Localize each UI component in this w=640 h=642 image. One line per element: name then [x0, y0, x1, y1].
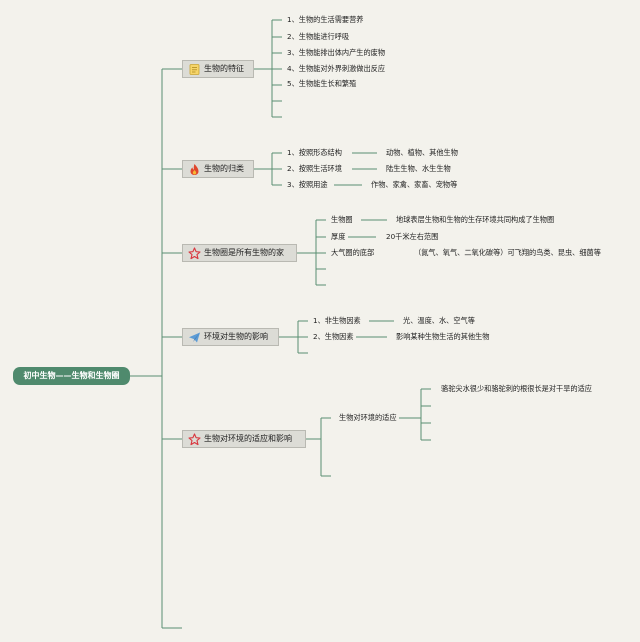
list-item-label: 厚度: [331, 232, 346, 241]
branch-label: 生物的特征: [204, 64, 244, 73]
list-item: 5、生物能生长和繁殖: [287, 79, 357, 88]
branch-classification[interactable]: 生物的归类: [182, 160, 254, 178]
branch-biosphere[interactable]: 生物圈是所有生物的家: [182, 244, 297, 262]
root-node[interactable]: 初中生物——生物和生物圈: [13, 367, 130, 385]
list-item-detail: 陆生生物、水生生物: [386, 164, 451, 173]
list-item-label: 2、生物因素: [313, 332, 354, 341]
branch-label: 生物圈是所有生物的家: [204, 248, 284, 257]
branch-environment-influence[interactable]: 环境对生物的影响: [182, 328, 279, 346]
list-item: 1、生物的生活需要营养: [287, 15, 364, 24]
star-icon: [188, 432, 201, 446]
list-item-detail: 20千米左右范围: [386, 232, 439, 241]
list-item: 4、生物能对外界刺激做出反应: [287, 64, 386, 73]
list-item-label: 生物圈: [331, 215, 353, 224]
branch-characteristics[interactable]: 生物的特征: [182, 60, 254, 78]
fire-icon: [188, 163, 201, 176]
list-item-detail: 地球表层生物和生物的生存环境共同构成了生物圈: [396, 215, 555, 224]
list-item-detail: 光、温度、水、空气等: [403, 316, 475, 325]
list-item-detail: （氮气、氧气、二氧化碳等）可飞翔的鸟类、昆虫、细菌等: [414, 248, 601, 257]
list-item-label: 1、非生物因素: [313, 316, 361, 325]
list-item: 3、生物能排出体内产生的废物: [287, 48, 386, 57]
list-item-label: 大气圈的底部: [331, 248, 375, 257]
branch-label: 环境对生物的影响: [204, 332, 268, 341]
list-item-label: 生物对环境的适应: [339, 413, 397, 422]
list-item-detail: 作物、家禽、家畜、宠物等: [371, 180, 458, 189]
list-item-label: 1、按照形态结构: [287, 148, 342, 157]
branch-adaptation[interactable]: 生物对环境的适应和影响: [182, 430, 306, 448]
star-icon: [188, 246, 201, 260]
list-item-label: 3、按照用途: [287, 180, 328, 189]
list-item-detail: 骆驼尖水很少和骆驼刺的根很长是对干旱的适应: [441, 384, 592, 393]
list-item-detail: 影响某种生物生活的其他生物: [396, 332, 490, 341]
note-icon: [188, 63, 201, 76]
list-item: 2、生物能进行呼吸: [287, 32, 350, 41]
paper-plane-icon: [188, 331, 201, 344]
branch-label: 生物的归类: [204, 164, 244, 173]
branch-label: 生物对环境的适应和影响: [204, 434, 292, 443]
list-item-label: 2、按照生活环境: [287, 164, 342, 173]
list-item-detail: 动物、植物、其他生物: [386, 148, 458, 157]
